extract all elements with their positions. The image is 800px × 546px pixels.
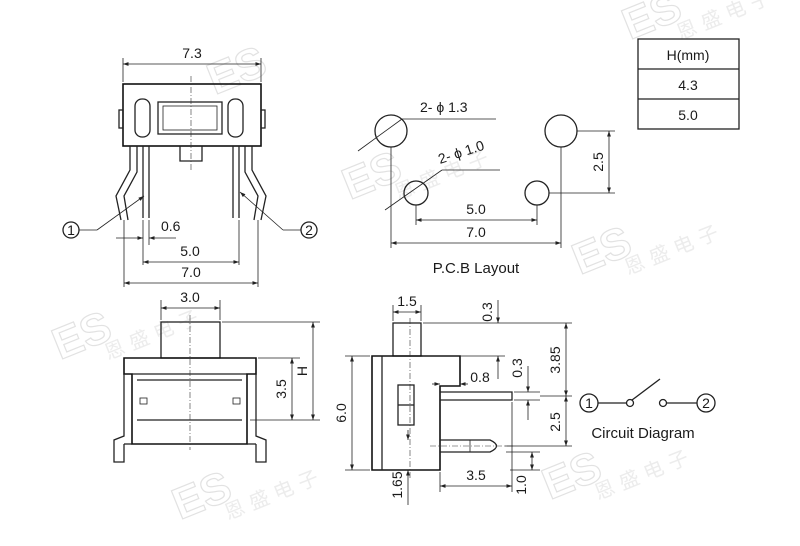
lead-left <box>123 146 138 221</box>
height-table: H(mm) 4.3 5.0 <box>637 38 740 130</box>
table-cell: 5.0 <box>678 107 698 123</box>
lead-left <box>115 146 131 221</box>
circuit-terminal-2-label: 2 <box>702 395 710 411</box>
table-cell: 4.3 <box>678 77 698 93</box>
pad-large-right <box>544 114 578 148</box>
pcb-inner-pitch-label: 5.0 <box>466 201 486 217</box>
watermark-text: 恩 盛 电 子 <box>621 220 722 279</box>
table-frame <box>637 38 740 130</box>
side-lead-right <box>255 374 267 463</box>
side-detail <box>232 397 241 405</box>
profile-actuator <box>392 322 422 357</box>
profile-standoff-label: 1.65 <box>389 471 405 498</box>
terminal-1-label: 1 <box>67 222 75 238</box>
watermark-text: 恩 盛 电 子 <box>221 465 322 524</box>
large-hole-label: 2- ϕ 1.3 <box>420 99 468 115</box>
watermark-text: 恩 盛 电 子 <box>101 305 202 364</box>
profile-step-label: 0.8 <box>470 369 490 385</box>
pad-large-left <box>374 114 408 148</box>
watermark-group: ES 恩 盛 电 子 ES ES 恩 盛 电 子 ES 恩 盛 电 子 ES 恩… <box>45 0 774 530</box>
watermark-text: 恩 盛 电 子 <box>591 445 692 504</box>
profile-pin-length-label: 3.5 <box>466 467 486 483</box>
profile-height-label: 3.85 <box>547 346 563 373</box>
circuit-terminal-1-label: 1 <box>585 395 593 411</box>
circuit-terminal-2 <box>696 393 716 413</box>
actuator <box>162 105 218 131</box>
side-detail <box>139 397 148 405</box>
front-view: 7.3 0.6 5.0 7.0 1 2 <box>62 45 318 287</box>
watermark-mark: ES <box>200 37 273 104</box>
profile-gap-top-label: 0.3 <box>479 302 495 322</box>
body-nub <box>118 109 124 129</box>
circuit-diagram: 1 2 Circuit Diagram <box>579 378 716 442</box>
table-header: H(mm) <box>667 47 710 63</box>
profile-body-height-label: 6.0 <box>333 403 349 423</box>
profile-pin-gap-label: 1.0 <box>513 475 529 495</box>
dim-outer-pitch-label: 7.0 <box>181 264 201 280</box>
terminal-2-label: 2 <box>305 222 313 238</box>
side-view: 3.0 3.5 H <box>113 289 320 463</box>
side-actuator-width-label: 3.0 <box>180 289 200 305</box>
profile-pin-offset-label: 2.5 <box>547 412 563 432</box>
dim-lead-width-label: 0.6 <box>161 218 181 234</box>
profile-view: 1.5 0.3 0.8 0.3 3.85 2.5 6.0 <box>333 293 572 505</box>
body-slot <box>134 98 151 138</box>
watermark-text: 恩 盛 电 子 <box>673 0 774 45</box>
pad-small-right <box>524 180 550 206</box>
profile-body <box>371 355 461 471</box>
actuator-window <box>157 101 223 135</box>
side-total-height-label: H <box>294 366 310 376</box>
body-slot <box>227 98 244 138</box>
profile-gap-mid-label: 0.3 <box>509 358 525 378</box>
profile-actuator-label: 1.5 <box>397 293 417 309</box>
body-nub <box>260 109 266 129</box>
lead-right <box>251 146 267 221</box>
circuit-switch-blade <box>631 378 661 401</box>
pcb-caption: P.C.B Layout <box>433 260 520 277</box>
circuit-caption: Circuit Diagram <box>591 425 694 442</box>
side-lead-left <box>113 374 125 463</box>
dim-width-label: 7.3 <box>182 45 202 61</box>
side-body-height-label: 3.5 <box>273 379 289 399</box>
lead-right <box>244 146 259 221</box>
dim-inner-pitch-label: 5.0 <box>180 243 200 259</box>
pcb-outer-pitch-label: 7.0 <box>466 224 486 240</box>
pcb-row-spacing-label: 2.5 <box>590 152 606 172</box>
profile-pin-upper <box>440 391 513 401</box>
